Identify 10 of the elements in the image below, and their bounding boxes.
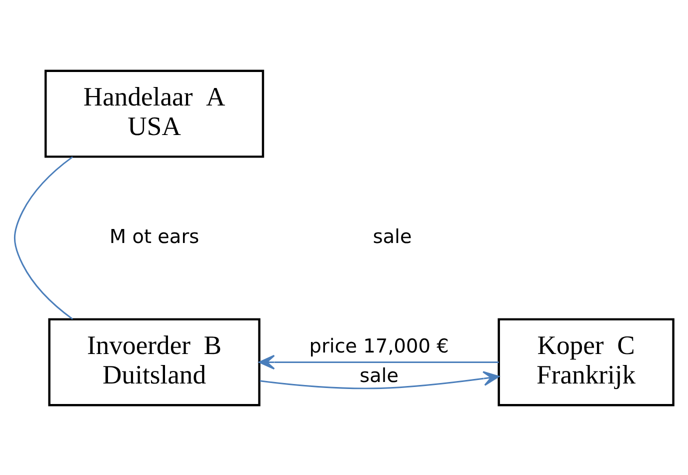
edge-label: sale [360,364,399,387]
node-box: Koper C Frankrijk [498,318,674,406]
edge-label: price 17,000 € [309,334,449,357]
arrow [260,370,500,389]
label: M ot ears [110,224,200,248]
label: sale [372,224,412,248]
node-box: Handelaar A USA [44,69,264,158]
connector [14,156,73,320]
node-box: Invoerder B Duitsland [48,318,260,406]
arrow [258,354,499,370]
